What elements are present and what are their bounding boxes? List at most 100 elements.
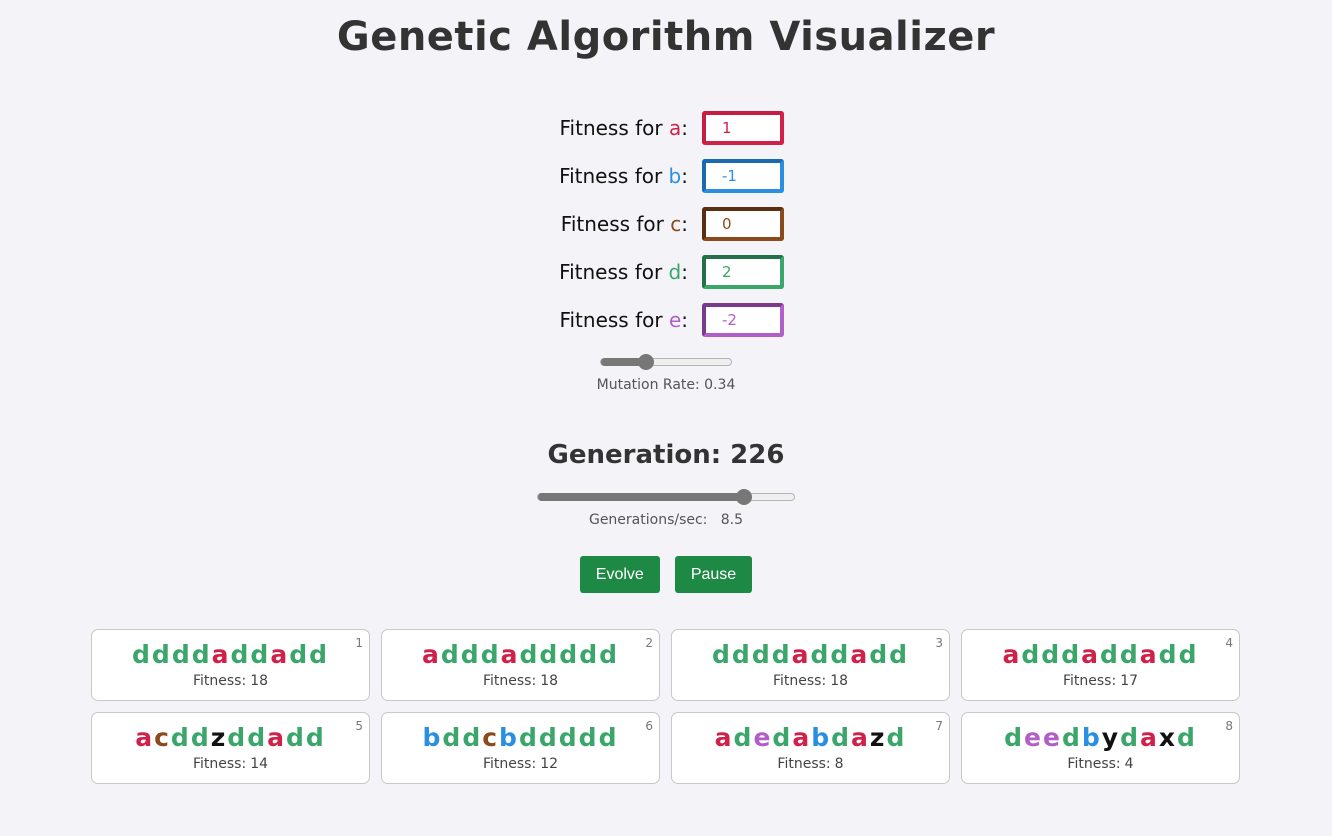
- gene: e: [753, 723, 773, 752]
- gene: e: [1042, 723, 1062, 752]
- gene: d: [247, 723, 268, 752]
- fitness-score-label: Fitness:: [192, 673, 247, 689]
- fitness-score-label: Fitness:: [482, 756, 537, 772]
- gene: c: [154, 723, 171, 752]
- gene: d: [751, 640, 772, 669]
- gene: d: [1061, 640, 1082, 669]
- genome: ddddaddadd: [92, 640, 369, 670]
- rank-number: 4: [1225, 636, 1233, 650]
- gene: a: [270, 640, 290, 669]
- gene: d: [1061, 723, 1082, 752]
- gene: d: [712, 640, 732, 669]
- fitness-input-a[interactable]: [702, 111, 784, 145]
- fitness-label-prefix: Fitness for: [559, 308, 663, 332]
- gene: d: [772, 723, 793, 752]
- speed-label: Generations/sec: 8.5: [0, 512, 1332, 528]
- mutation-rate-label: Mutation Rate: 0.34: [596, 377, 736, 393]
- gene: d: [442, 723, 463, 752]
- fitness-score-value: 4: [1124, 756, 1134, 772]
- fitness-score-value: 18: [540, 673, 559, 689]
- gene: c: [482, 723, 500, 752]
- rank-number: 7: [935, 719, 943, 733]
- rank-number: 2: [645, 636, 653, 650]
- gene: a: [267, 723, 286, 752]
- gene: d: [518, 723, 539, 752]
- mutation-rate-control: Mutation Rate: 0.34: [0, 354, 1332, 393]
- gene: d: [250, 640, 271, 669]
- gene: e: [1024, 723, 1043, 752]
- genome: adedabdazd: [672, 723, 949, 753]
- fitness-label-e: Fitness for e:: [559, 308, 688, 332]
- gene: a: [850, 640, 870, 669]
- fitness-char-d: d: [668, 260, 682, 284]
- genome: acddzddadd: [92, 723, 369, 753]
- gene: x: [1158, 723, 1177, 752]
- mutation-rate-fill: [601, 358, 646, 366]
- page-title: Genetic Algorithm Visualizer: [336, 14, 996, 60]
- fitness-input-d[interactable]: [702, 255, 784, 289]
- fitness-score-label: Fitness:: [777, 756, 831, 772]
- fitness-score: Fitness:18: [92, 673, 369, 689]
- gene: a: [1081, 640, 1100, 669]
- fitness-input-b[interactable]: [702, 159, 784, 193]
- fitness-row-b: Fitness for b:: [0, 158, 1332, 206]
- genome: adddaddddd: [382, 640, 659, 670]
- fitness-score: Fitness:4: [962, 756, 1239, 772]
- gene: d: [1119, 640, 1140, 669]
- rank-number: 3: [935, 636, 943, 650]
- genome: ddddaddadd: [672, 640, 949, 670]
- fitness-score-value: 17: [1120, 673, 1139, 689]
- gene: d: [462, 723, 483, 752]
- gene: z: [210, 723, 228, 752]
- fitness-char-a: a: [668, 116, 682, 140]
- evolve-button[interactable]: Evolve: [579, 556, 660, 593]
- fitness-label-a: Fitness for a:: [559, 116, 689, 140]
- rank-number: 5: [355, 719, 363, 733]
- speed-slider[interactable]: [537, 489, 795, 505]
- gene: d: [1041, 640, 1062, 669]
- fitness-input-c[interactable]: [702, 207, 784, 241]
- gene: a: [792, 723, 812, 752]
- gene: a: [851, 723, 870, 752]
- gene: d: [171, 640, 192, 669]
- gene: d: [559, 640, 580, 669]
- gene: d: [598, 723, 619, 752]
- fitness-score-label: Fitness:: [482, 673, 537, 689]
- gene: a: [500, 640, 520, 669]
- generation-counter: Generation: 226: [547, 440, 785, 470]
- gene: d: [886, 723, 907, 752]
- gene: b: [1081, 723, 1102, 752]
- fitness-row-a: Fitness for a:: [0, 110, 1332, 158]
- gene: d: [230, 640, 251, 669]
- gene: d: [305, 723, 326, 752]
- genome: adddaddadd: [962, 640, 1239, 670]
- gene: a: [135, 723, 155, 752]
- speed-thumb[interactable]: [736, 489, 752, 505]
- fitness-score: Fitness:14: [92, 756, 369, 772]
- gene: d: [731, 640, 752, 669]
- fitness-score: Fitness:17: [962, 673, 1239, 689]
- fitness-label-prefix: Fitness for: [559, 260, 663, 284]
- gene: d: [733, 723, 754, 752]
- fitness-score-value: 12: [540, 756, 559, 772]
- rank-number: 6: [645, 719, 653, 733]
- mutation-rate-thumb[interactable]: [638, 354, 654, 370]
- gene: a: [791, 640, 811, 669]
- fitness-input-e[interactable]: [702, 303, 784, 337]
- gene: d: [1004, 723, 1025, 752]
- control-buttons: Evolve Pause: [0, 556, 1332, 593]
- speed-control: Generations/sec: 8.5: [0, 489, 1332, 528]
- fitness-score-label: Fitness:: [1062, 673, 1117, 689]
- mutation-rate-slider[interactable]: [600, 354, 732, 370]
- fitness-score-label: Fitness:: [772, 673, 827, 689]
- gene: a: [422, 640, 441, 669]
- fitness-label-prefix: Fitness for: [559, 164, 663, 188]
- speed-caption: Generations/sec:: [588, 512, 708, 528]
- gene: d: [191, 640, 212, 669]
- pause-button[interactable]: Pause: [674, 556, 753, 593]
